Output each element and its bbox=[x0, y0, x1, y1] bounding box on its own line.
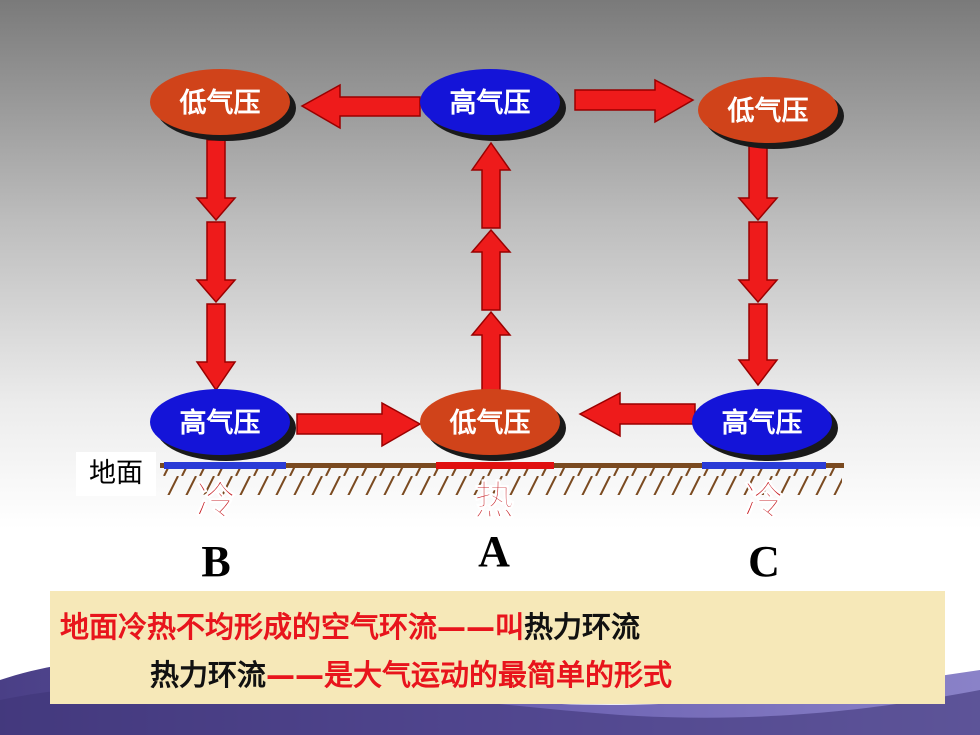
arrow-center-up-2 bbox=[470, 228, 512, 311]
arrow-bottom-right-to-center bbox=[578, 391, 696, 438]
site-label-a: A bbox=[478, 527, 510, 576]
arrow-left-down-1 bbox=[195, 139, 237, 222]
svg-text:低气压: 低气压 bbox=[727, 96, 809, 127]
node-bottom-right-high-pressure: 高气压 bbox=[692, 389, 838, 461]
arrow-left-down-2 bbox=[195, 221, 237, 304]
cold-surface-right bbox=[702, 462, 826, 469]
node-bottom-left-high-pressure: 高气压 bbox=[150, 389, 296, 461]
svg-text:高气压: 高气压 bbox=[450, 87, 531, 119]
caption-line-2-black: 热力环流 bbox=[150, 658, 267, 692]
node-bottom-center-low-pressure: 低气压 bbox=[420, 389, 566, 461]
node-top-center-high-pressure: 高气压 bbox=[420, 69, 566, 141]
svg-text:高气压: 高气压 bbox=[180, 407, 261, 439]
svg-text:低气压: 低气压 bbox=[179, 88, 261, 119]
node-top-left-low-pressure: 低气压 bbox=[150, 69, 296, 141]
arrow-right-down-1 bbox=[737, 139, 779, 222]
arrow-center-up-1 bbox=[470, 310, 512, 394]
temperature-left-cold: 冷 bbox=[196, 478, 236, 524]
ground-hatch bbox=[162, 467, 842, 495]
caption-box: 地面冷热不均形成的空气环流——叫热力环流 热力环流——是大气运动的最简单的形式 bbox=[50, 591, 945, 704]
svg-text:高气压: 高气压 bbox=[722, 407, 803, 439]
arrow-top-to-right bbox=[574, 78, 695, 124]
svg-text:低气压: 低气压 bbox=[449, 408, 531, 439]
arrow-right-down-2 bbox=[737, 221, 779, 304]
temperature-right-cold: 冷 bbox=[744, 478, 784, 524]
hot-surface-center bbox=[436, 462, 554, 469]
site-label-b: B bbox=[201, 537, 230, 586]
cold-surface-left bbox=[164, 462, 286, 469]
caption-line-1-red: 地面冷热不均形成的空气环流——叫 bbox=[60, 610, 525, 644]
temperature-center-hot: 热 bbox=[474, 478, 514, 524]
ground-label: 地面 bbox=[76, 452, 156, 496]
arrow-bottom-left-to-center bbox=[296, 401, 422, 448]
caption-line-2-red: ——是大气运动的最简单的形式 bbox=[266, 658, 673, 692]
arrow-center-up-3 bbox=[470, 141, 512, 229]
caption-line-1: 地面冷热不均形成的空气环流——叫热力环流 bbox=[60, 609, 640, 645]
arrow-left-down-3 bbox=[195, 303, 237, 392]
site-label-c: C bbox=[748, 537, 780, 586]
caption-line-1-black: 热力环流 bbox=[524, 610, 641, 644]
node-top-right-low-pressure: 低气压 bbox=[698, 77, 844, 149]
arrow-right-down-3 bbox=[737, 303, 779, 387]
arrow-top-to-left bbox=[300, 83, 421, 130]
caption-line-2: 热力环流——是大气运动的最简单的形式 bbox=[150, 657, 672, 693]
